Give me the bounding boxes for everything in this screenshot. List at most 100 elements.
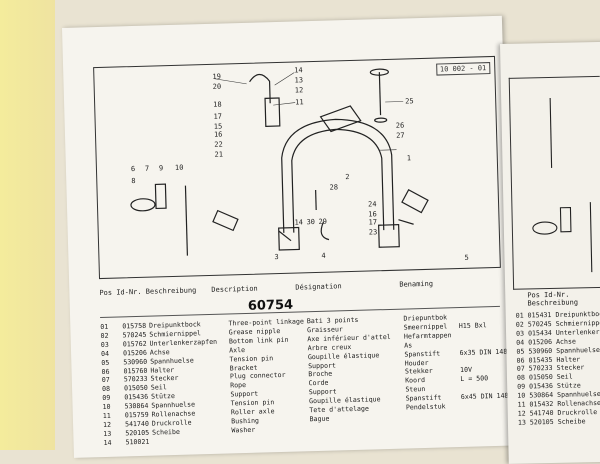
callout: 3 [274,253,278,261]
callout: 4 [321,252,325,260]
callout: 9 [159,164,163,172]
next-id: 015431 [528,311,552,319]
next-de: Seil [557,373,573,381]
callout: 25 [405,97,414,105]
binder-edge [0,0,55,450]
next-pos: 11 [517,401,525,409]
beschreibung: Scheibe [152,428,180,437]
column-header-designation: Désignation [295,282,342,291]
pos: 06 [101,367,109,375]
next-pos: 02 [516,320,524,328]
catalog-page: 10 002 - 01 [62,16,514,458]
id-nr: 015050 [124,384,148,393]
next-de: Scheibe [558,417,586,426]
id-nr: 015759 [125,411,149,420]
cell-nl [407,429,462,439]
beschreibung: Stecker [151,374,179,383]
pos: 14 [103,439,111,447]
id-nr: 570245 [122,331,146,340]
next-pos: 05 [516,347,524,355]
next-page-header: Pos Id-Nr. Beschreibung [527,290,600,308]
callout: 10 [175,164,184,172]
callout: 13 [294,76,303,84]
cell-fr [310,430,407,442]
id-nr: 015762 [123,340,147,349]
next-pos: 04 [516,338,524,346]
id-nr: 530960 [123,357,147,366]
cell-note [462,427,514,437]
pos: 12 [103,421,111,429]
pos: 04 [101,350,109,358]
next-id: 541740 [530,409,554,417]
next-pos: 01 [516,312,524,320]
callout: 27 [396,131,405,139]
next-de: Unterlenkerzapfen [556,327,600,336]
callout: 14 [294,66,303,74]
callout: 1 [407,154,411,162]
id-nr: 015758 [122,322,146,331]
id-nr: 015436 [124,393,148,402]
id-nr: 520105 [125,429,149,438]
beschreibung: Halter [150,366,174,375]
next-id: 530864 [529,391,553,399]
next-de: Spannhuelse [556,346,600,355]
callout: 30 [306,218,315,226]
beschreibung: Dreipunktbock [149,320,201,329]
next-de: Rollenachse [557,399,600,408]
next-id: 570233 [529,364,553,372]
next-id: 015436 [529,382,553,390]
next-id: 015206 [528,338,552,346]
next-pos: 06 [517,356,525,364]
next-page-drawing [510,77,600,289]
callout: 14 [294,218,303,226]
cell-nl: Hefarmtappen [404,331,459,341]
id-nr: 510021 [125,438,149,447]
pos: 10 [102,403,110,411]
next-de: Halter [556,355,580,363]
next-de: Stecker [557,364,585,373]
callout: 22 [214,141,223,149]
callout: 18 [213,101,222,109]
beschreibung: Unterlenkerzapfen [150,338,218,348]
callout: 16 [214,131,223,139]
pos: 09 [102,394,110,402]
cell-note: 6x35 DIN 1481 [459,347,511,357]
next-pos: 10 [517,392,525,400]
next-id: 015050 [529,373,553,381]
id-nr: 570233 [124,375,148,384]
next-de: Druckrolle [557,408,597,417]
next-pos: 09 [517,383,525,391]
exploded-diagram: 10 002 - 01 [93,56,501,279]
callout: 21 [214,151,223,159]
cell-note: 6x45 DIN 1481 [461,392,513,402]
list-item: 05 530960 Spannhuelse [516,345,600,356]
next-id: 530960 [528,347,552,355]
callout: 28 [329,183,338,191]
next-pos: 08 [517,374,525,382]
beschreibung: Spannhuelse [150,356,194,365]
next-id: 015432 [529,400,553,408]
callout: 15 [214,123,223,131]
next-pos: 03 [516,329,524,337]
pos: 05 [101,358,109,366]
callout: 24 [368,200,377,208]
next-de: Achse [556,337,576,345]
callout: 17 [368,218,377,226]
beschreibung: Spannhuelse [151,401,195,410]
callout: 17 [213,113,222,121]
callout: 29 [318,218,327,226]
beschreibung: Seil [151,384,167,392]
callout: 20 [213,83,222,91]
callout: 5 [464,254,468,262]
id-nr: 015760 [123,366,147,375]
column-header-benaming: Benaming [399,280,433,289]
callout: 16 [368,210,377,218]
callout: 2 [345,173,349,181]
pos: 08 [102,385,110,393]
next-de: Dreipunktbock [555,310,600,319]
pos: 02 [101,332,109,340]
